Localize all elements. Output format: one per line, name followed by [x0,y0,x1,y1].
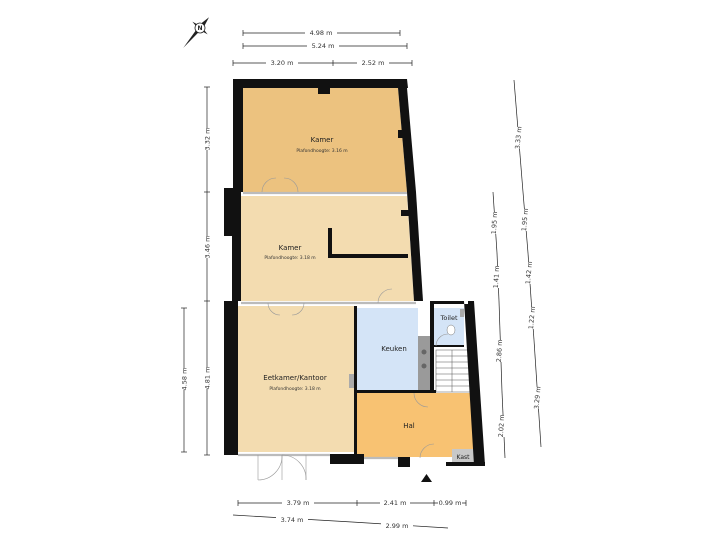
sink-icon [421,363,427,369]
svg-text:4.81 m: 4.81 m [204,367,212,390]
svg-text:4.98 m: 4.98 m [310,29,333,37]
svg-text:2.86 m: 2.86 m [495,339,504,362]
svg-text:3.29 m: 3.29 m [533,386,543,409]
compass-label: N [197,25,202,32]
dimension-bottom-374: 3.74 m [232,514,353,524]
svg-text:1.22 m: 1.22 m [527,306,537,329]
room-kast [452,449,474,463]
compass-north-icon: N [183,17,209,48]
svg-text:3.33 m: 3.33 m [514,126,524,149]
dimension-left-346: 3.46 m [203,192,212,302]
room-keuken [357,308,418,390]
dimension-bottom-299: 2.99 m [351,521,449,530]
svg-text:1.42 m: 1.42 m [524,261,534,284]
kitchen-counter [418,336,432,390]
dimension-right-333: 3.33 m [514,79,524,193]
entrance-marker-icon [421,474,432,482]
dimension-bottom-099: 0.99 m [434,498,467,507]
room-hal [357,393,474,457]
svg-text:4.58 m: 4.58 m [181,368,189,391]
svg-text:1.41 m: 1.41 m [492,265,501,288]
svg-text:3.20 m: 3.20 m [271,59,294,67]
dimension-right-202: 2.02 m [497,391,506,459]
svg-text:2.52 m: 2.52 m [362,59,385,67]
dimension-right-195a: 1.95 m [490,191,499,254]
toilet-bowl-icon [446,324,456,336]
dimension-top-524: 5.24 m [242,41,408,50]
svg-text:2.02 m: 2.02 m [497,414,506,437]
svg-text:2.99 m: 2.99 m [386,522,409,530]
radiator [349,374,354,388]
staircase [435,349,471,393]
room-kamer-mid-height: Plafondhoogte: 3.18 m [264,255,315,261]
room-keuken-label: Keuken [381,345,407,353]
dimension-right-286: 2.86 m [495,300,504,393]
room-kamer-mid [241,196,414,301]
stove-icon [421,349,427,355]
dimension-right-329: 3.29 m [533,339,543,448]
washbasin-icon [460,309,464,317]
room-kast-label: Kast [457,454,471,461]
svg-text:3.32 m: 3.32 m [204,128,212,151]
doors [257,177,449,481]
room-kamer-mid-label: Kamer [279,244,302,252]
room-kamer-top [243,88,407,192]
walls [224,79,485,467]
room-toilet-label: Toilet [439,314,457,322]
dimension-left-332: 3.32 m [203,86,212,193]
room-kamer-top-height: Plafondhoogte: 3.16 m [296,148,347,154]
room-kamer-top-label: Kamer [311,136,334,144]
dimension-right-141: 1.41 m [492,252,501,302]
svg-text:3.46 m: 3.46 m [204,236,212,259]
dimension-top-252: 2.52 m [333,58,413,67]
dimension-right-195b: 1.95 m [520,191,530,254]
dimension-top-498: 4.98 m [242,28,401,37]
svg-text:0.99 m: 0.99 m [439,499,462,507]
room-eetkamer-label: Eetkamer/Kantoor [263,374,327,382]
svg-text:1.95 m: 1.95 m [520,208,530,231]
dimension-bottom-241: 2.41 m [357,498,435,507]
room-eetkamer [238,306,354,452]
room-hal-label: Hal [403,422,415,430]
svg-text:2.41 m: 2.41 m [384,499,407,507]
svg-text:3.79 m: 3.79 m [287,499,310,507]
dimension-left-458: 4.58 m [180,307,189,453]
dimension-right-122: 1.22 m [527,297,537,341]
dimension-top-320: 3.20 m [232,58,334,67]
svg-text:5.24 m: 5.24 m [312,42,335,50]
dimension-bottom-379: 3.79 m [237,498,358,507]
room-eetkamer-height: Plafondhoogte: 3.18 m [269,386,320,392]
dimension-left-481: 4.81 m [203,301,212,456]
dimension-right-142: 1.42 m [524,252,534,299]
svg-text:3.74 m: 3.74 m [281,516,304,524]
svg-text:1.95 m: 1.95 m [490,211,499,234]
